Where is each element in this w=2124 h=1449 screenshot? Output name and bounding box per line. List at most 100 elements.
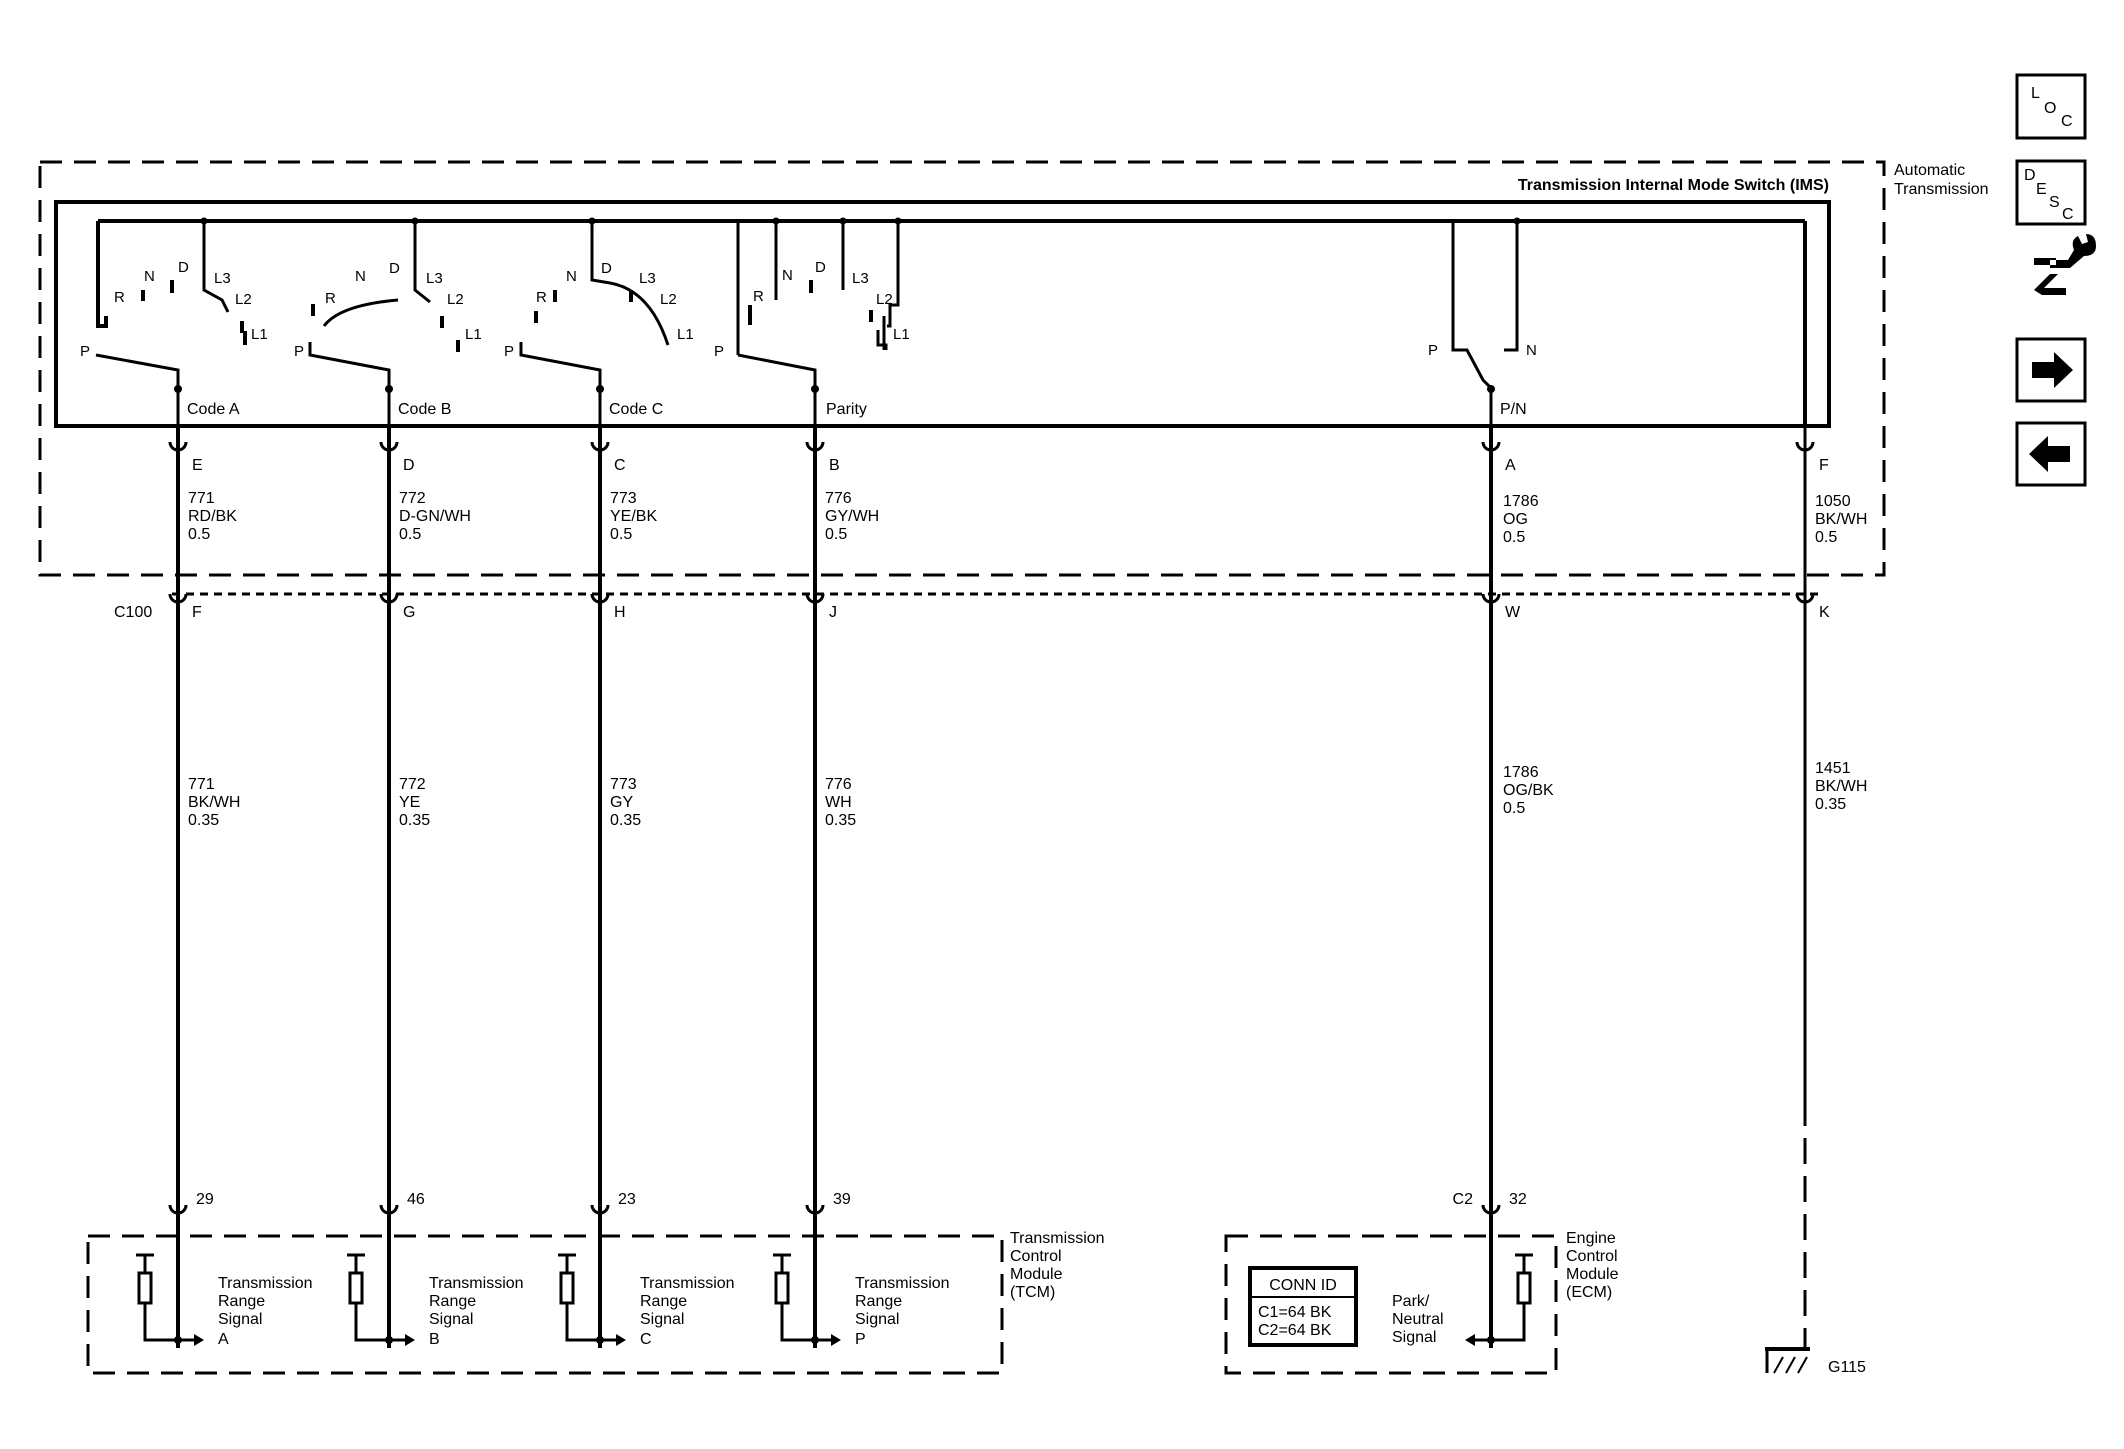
wire-code-c-ims-connector xyxy=(590,441,610,452)
wire-code-a-lower-label-2: 0.35 xyxy=(188,812,219,829)
wire-parity-c100-connector xyxy=(805,593,825,604)
svg-text:L1: L1 xyxy=(465,326,482,343)
svg-text:R: R xyxy=(325,290,336,307)
wire-code-b-signal-label-2: Signal xyxy=(429,1311,473,1328)
svg-text:O: O xyxy=(2044,100,2056,117)
wire-code-b-resistor-return xyxy=(354,1303,407,1342)
loc-button[interactable]: L O C xyxy=(2015,73,2087,140)
wire-parity-resistor xyxy=(774,1271,790,1305)
svg-text:E: E xyxy=(2036,181,2047,198)
wire-code-b-upper-label-2: 0.5 xyxy=(399,526,421,543)
wrench-icon[interactable] xyxy=(2034,234,2096,295)
ecm-label-1: Engine xyxy=(1566,1230,1616,1247)
wire-code-b-signal-label-0: Transmission xyxy=(429,1275,524,1292)
wire-pn-junction xyxy=(1487,1336,1495,1344)
svg-text:D: D xyxy=(2024,167,2036,184)
ecm-label-3: Module xyxy=(1566,1266,1619,1283)
wire-code-b-module-pin: 46 xyxy=(407,1191,425,1208)
wire-code-b-upper-label-1: D-GN/WH xyxy=(399,508,471,525)
svg-text:P: P xyxy=(294,343,304,360)
ims-title: Transmission Internal Mode Switch (IMS) xyxy=(1518,177,1829,194)
wire-ground-lower-label-2: 0.35 xyxy=(1815,796,1846,813)
wire-code-a-signal-label-2: Signal xyxy=(218,1311,262,1328)
wire-code-a-ims-connector xyxy=(168,441,188,452)
wire-parity-lower-label-0: 776 xyxy=(825,776,852,793)
wire-code-c-lower-label-0: 773 xyxy=(610,776,637,793)
svg-text:L2: L2 xyxy=(660,291,677,308)
wire-code-a-resistor xyxy=(137,1271,153,1305)
wire-code-b-lower-label-0: 772 xyxy=(399,776,426,793)
wire-pn-resistor xyxy=(1516,1271,1532,1305)
svg-text:S: S xyxy=(2049,194,2060,211)
wire-pn-arrow xyxy=(1465,1334,1475,1346)
tcm-label-2: Control xyxy=(1010,1248,1062,1265)
wire-code-c-arrow xyxy=(616,1334,626,1346)
wire-code-b-signal-label-1: Range xyxy=(429,1293,476,1310)
svg-text:L3: L3 xyxy=(214,270,231,287)
wire-code-b-ims-pin: D xyxy=(403,457,415,474)
wire-code-c-signal-label-0: Transmission xyxy=(640,1275,735,1292)
wire-ground-ims-connector xyxy=(1795,441,1815,452)
conn-id-table: CONN ID C1=64 BK C2=64 BK xyxy=(1248,1266,1358,1347)
tcm-boundary xyxy=(86,1234,1004,1375)
automatic-transmission-boundary xyxy=(38,160,1886,577)
wire-code-c-signal-label-2: Signal xyxy=(640,1311,684,1328)
ecm-label-2: Control xyxy=(1566,1248,1618,1265)
svg-text:D: D xyxy=(601,260,612,277)
switch-code-a-label: Code A xyxy=(187,401,240,418)
wire-pn-lower-label-1: OG/BK xyxy=(1503,782,1554,799)
switch-code-c-label: Code C xyxy=(609,401,663,418)
wire-code-b-module-connector xyxy=(379,1204,399,1215)
wire-code-c-module-connector xyxy=(590,1204,610,1215)
wire-code-c-ims-pin: C xyxy=(614,457,626,474)
wire-code-b-ims-connector xyxy=(379,441,399,452)
svg-text:L1: L1 xyxy=(251,326,268,343)
switch-code-c: P R N D L3 L2 L1 Code C xyxy=(504,217,694,426)
wire-code-b-upper-label-0: 772 xyxy=(399,490,426,507)
wire-parity-module-connector xyxy=(805,1204,825,1215)
automatic-transmission-label-1: Automatic xyxy=(1894,162,1965,179)
svg-text:N: N xyxy=(144,268,155,285)
tcm-label-3: Module xyxy=(1010,1266,1063,1283)
wire-code-c-c100-connector xyxy=(590,593,610,604)
forward-arrow-button[interactable] xyxy=(2015,337,2087,403)
wire-code-c-resistor-return xyxy=(565,1303,618,1342)
wire-code-b-lower-label-2: 0.35 xyxy=(399,812,430,829)
desc-button[interactable]: D E S C xyxy=(2015,159,2087,226)
wire-code-c-upper-label-1: YE/BK xyxy=(610,508,657,525)
svg-text:L2: L2 xyxy=(235,291,252,308)
ecm-boundary xyxy=(1224,1234,1558,1375)
svg-text:R: R xyxy=(536,289,547,306)
wire-pn-module-conn: C2 xyxy=(1453,1191,1474,1208)
wire-parity-signal-label-0: Transmission xyxy=(855,1275,950,1292)
wire-code-a-signal-letter: A xyxy=(218,1331,229,1348)
wire-parity-arrow xyxy=(831,1334,841,1346)
svg-text:P: P xyxy=(1428,342,1438,359)
svg-text:L2: L2 xyxy=(447,291,464,308)
wire-pn-ims-connector xyxy=(1481,441,1501,452)
ims-box xyxy=(54,200,1831,428)
wire-pn-lower-label-2: 0.5 xyxy=(1503,800,1525,817)
switch-code-b-label: Code B xyxy=(398,401,451,418)
wire-pn-c100-pin: W xyxy=(1505,604,1521,621)
automatic-transmission-label-2: Transmission xyxy=(1894,181,1989,198)
wire-parity-c100-pin: J xyxy=(829,604,837,621)
wire-pn-signal-label-1: Neutral xyxy=(1392,1311,1444,1328)
wire-code-b-arrow xyxy=(405,1334,415,1346)
wire-code-c-upper-label-2: 0.5 xyxy=(610,526,632,543)
svg-text:P: P xyxy=(80,343,90,360)
wire-parity-upper-label-1: GY/WH xyxy=(825,508,879,525)
wire-code-c-signal-label-1: Range xyxy=(640,1293,687,1310)
back-arrow-button[interactable] xyxy=(2015,421,2087,487)
switch-code-b: P R N D L3 L2 L1 Code B xyxy=(294,217,482,426)
svg-text:L: L xyxy=(2031,85,2040,102)
wire-code-a-resistor-return xyxy=(143,1303,196,1342)
svg-text:L3: L3 xyxy=(639,270,656,287)
svg-text:C: C xyxy=(2062,206,2074,223)
svg-text:CONN ID: CONN ID xyxy=(1269,1277,1337,1294)
wire-pn-signal-label-0: Park/ xyxy=(1392,1293,1430,1310)
wire-code-b-junction xyxy=(385,1336,393,1344)
wire-code-a-signal-label-1: Range xyxy=(218,1293,265,1310)
wire-code-a-c100-pin: F xyxy=(192,604,202,621)
svg-text:L3: L3 xyxy=(426,270,443,287)
